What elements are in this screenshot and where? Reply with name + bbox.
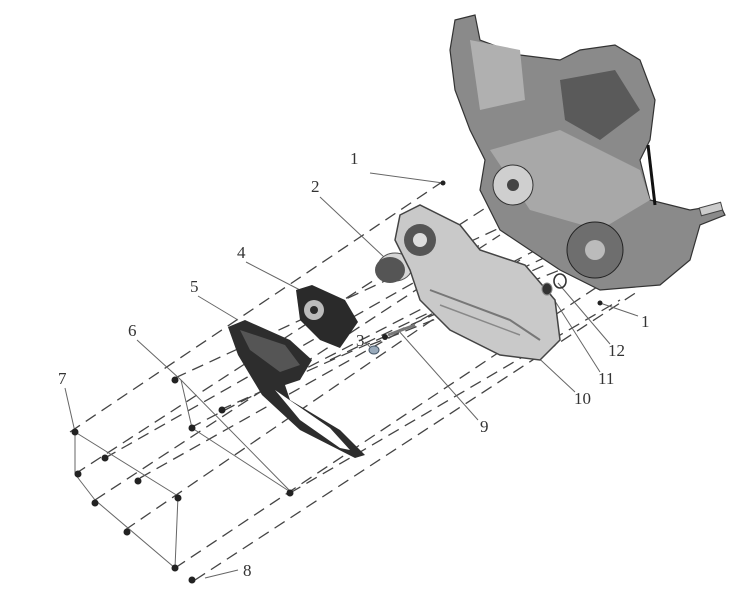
part-4-inner-plate [296, 285, 358, 348]
callout-8: 8 [243, 561, 252, 580]
part-10-transmission-cover [394, 204, 561, 361]
callout-1-right: 1 [641, 312, 650, 331]
part-11-oil-seal [541, 282, 553, 296]
callout-9: 9 [480, 417, 489, 436]
callout-2: 2 [311, 177, 320, 196]
engine-assembly [449, 14, 726, 291]
callout-3: 3 [356, 331, 365, 350]
part-2-cap [375, 252, 413, 283]
callout-11: 11 [598, 369, 615, 388]
callout-7: 7 [58, 369, 67, 388]
bolt-set [71, 180, 603, 584]
callout-6: 6 [128, 321, 137, 340]
callout-5: 5 [190, 277, 199, 296]
part-3-clip [368, 345, 380, 355]
callout-10: 10 [574, 389, 591, 408]
callout-12: 12 [608, 341, 625, 360]
part-9-long-bolt [387, 323, 416, 337]
callout-4: 4 [237, 243, 246, 262]
part-5-outer-guard [228, 320, 365, 458]
part-12-o-ring [553, 273, 567, 289]
callout-1-left: 1 [350, 149, 359, 168]
